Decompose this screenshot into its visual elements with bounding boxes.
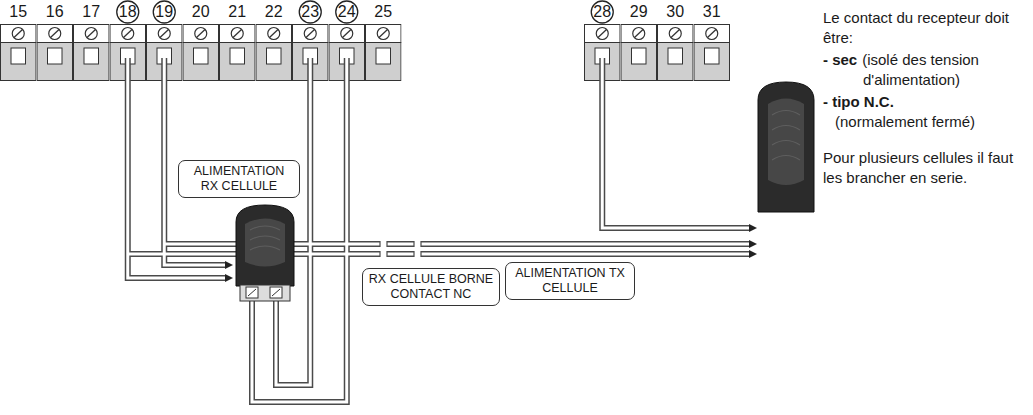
label-box: ALIMENTATION TX CELLULE	[505, 262, 635, 300]
terminal-block	[585, 25, 730, 81]
cable-break	[379, 241, 380, 247]
wire-outline	[602, 58, 750, 228]
terminal-number: 24	[329, 3, 366, 21]
wire-outline	[128, 58, 750, 402]
terminal-circle	[117, 1, 614, 23]
wire-tip	[225, 274, 233, 282]
terminal-number: 20	[183, 3, 220, 21]
terminal-number: 29	[621, 3, 658, 21]
rx-photocell	[272, 289, 280, 296]
cable-break	[379, 251, 380, 257]
terminal-number: 19	[146, 3, 183, 21]
cable-break	[380, 236, 421, 262]
terminal-block	[366, 25, 402, 81]
cable-break	[380, 241, 421, 257]
terminal-block	[658, 25, 694, 81]
terminal-number: 28	[584, 3, 621, 21]
terminal-number: 16	[37, 3, 74, 21]
wire-core	[128, 253, 750, 256]
rx-photocell	[248, 289, 256, 296]
note-text: (normalement fermé)	[823, 112, 1028, 132]
terminal-block	[1, 25, 37, 81]
terminal-block	[74, 25, 110, 81]
note-item: - tipo N.C.(normalement fermé)	[823, 92, 1028, 132]
terminal-number: 30	[657, 3, 694, 21]
wire-tip	[749, 250, 757, 258]
rx-photocell	[246, 287, 258, 298]
label-box: RX CELLULE BORNE CONTACT NC	[362, 268, 500, 306]
cable-break	[414, 236, 421, 262]
rx-photocell	[245, 219, 285, 267]
wire-core	[128, 58, 750, 402]
cable-break	[420, 241, 421, 247]
wire-outline	[128, 251, 750, 257]
wire-tip	[749, 240, 757, 248]
cable-break	[413, 241, 414, 247]
tx-photocell	[758, 82, 814, 212]
rx-photocell	[250, 226, 280, 250]
terminal-number: 21	[219, 3, 256, 21]
label-text: RX CELLULE BORNE CONTACT NC	[368, 272, 494, 302]
wire-tip	[225, 261, 233, 269]
cable-break	[386, 251, 387, 257]
terminal-number: 25	[365, 3, 402, 21]
terminal-number: 22	[256, 3, 293, 21]
note-item: - sec (isolé des tension d'alimentation)	[823, 50, 1028, 90]
rx-photocell	[270, 287, 282, 298]
note-text: (isolé des tension d'alimentation)	[862, 51, 979, 88]
terminal-block	[220, 25, 256, 81]
note-keyword: - sec	[823, 51, 857, 68]
terminal-block	[183, 25, 219, 81]
note-text: Pour plusieurs cellules il faut les bran…	[823, 148, 1023, 188]
terminal-number: 31	[694, 3, 731, 21]
terminal-block	[256, 25, 292, 81]
note-text: Le contact du recepteur doit être:	[823, 8, 1013, 48]
terminal-block	[37, 25, 73, 81]
terminal-number: 15	[0, 3, 37, 21]
wire-tip	[749, 224, 757, 232]
wire-core	[602, 58, 750, 228]
terminal-number: 17	[73, 3, 110, 21]
tx-photocell	[772, 111, 800, 161]
label-text: ALIMENTATION RX CELLULE	[184, 164, 294, 194]
terminal-number: 23	[292, 3, 329, 21]
tx-photocell	[768, 99, 804, 186]
note-keyword: - tipo N.C.	[823, 92, 1028, 112]
terminal-block	[1, 25, 402, 81]
rx-photocell	[236, 205, 294, 301]
terminal-block	[621, 25, 657, 81]
rx-photocell	[236, 205, 294, 286]
cable-break	[413, 251, 414, 257]
rx-photocell	[240, 285, 290, 301]
label-text: ALIMENTATION TX CELLULE	[511, 266, 629, 296]
cable-break	[386, 241, 387, 247]
cable-break	[420, 251, 421, 257]
label-box: ALIMENTATION RX CELLULE	[178, 160, 300, 198]
note-block: Le contact du recepteur doit être: - sec (…	[823, 8, 1028, 188]
terminal-block	[694, 25, 730, 81]
terminal-number: 18	[110, 3, 147, 21]
cable-break	[380, 236, 387, 262]
tx-photocell	[758, 82, 814, 212]
